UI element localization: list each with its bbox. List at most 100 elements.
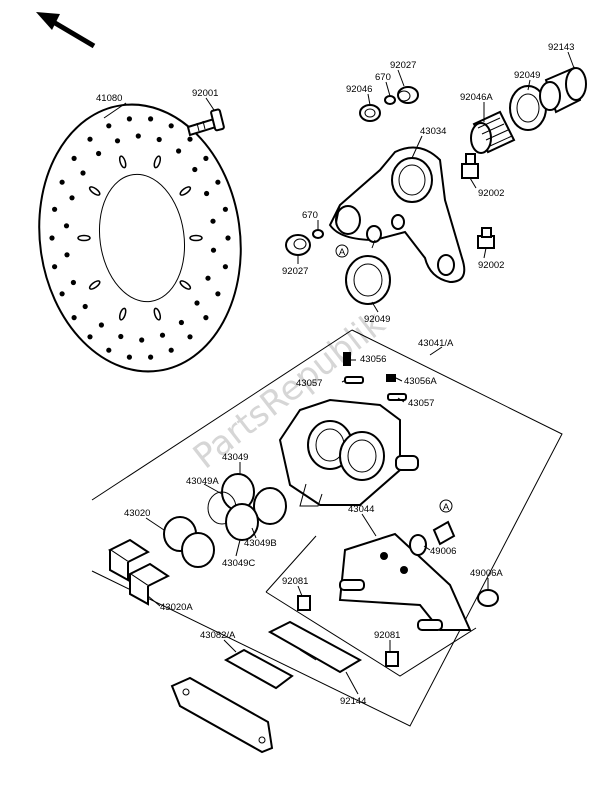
- disc-vent-hole: [96, 150, 102, 157]
- label-41080: 41080: [96, 93, 122, 104]
- label-43057-right: 43057: [408, 398, 434, 409]
- disc-vent-hole: [192, 166, 198, 173]
- disc-vent-hole: [70, 279, 76, 286]
- disc-vent-hole: [71, 315, 77, 321]
- seal-92049-bottom: [345, 255, 391, 305]
- disc-vent-hole: [126, 354, 132, 360]
- disc-vent-hole: [176, 148, 182, 154]
- disc-vent-hole: [215, 291, 221, 297]
- reference-a-top: A: [335, 244, 349, 258]
- disc-vent-hole: [114, 138, 121, 144]
- disc-vent-hole: [178, 319, 184, 326]
- disc-vent-hole: [82, 303, 88, 310]
- label-92002-top: 92002: [478, 188, 504, 199]
- label-43049: 43049: [222, 452, 248, 463]
- label-92027-left: 92027: [282, 266, 308, 277]
- disc-vent-hole: [203, 315, 209, 321]
- spring-92081-left: [297, 595, 311, 611]
- disc-vent-hole: [71, 155, 77, 161]
- seals-43049-group: [207, 473, 287, 541]
- disc-vent-hole: [135, 133, 141, 139]
- disc-vent-hole: [225, 235, 231, 241]
- grease-nipple-92002-top: [461, 153, 479, 179]
- label-43056a: 43056A: [404, 376, 437, 387]
- disc-slot: [118, 307, 127, 321]
- caliper-bracket-43034: [328, 146, 466, 284]
- piston-43020a: [108, 538, 170, 606]
- label-49006: 49006: [430, 546, 456, 557]
- disc-vent-hole: [59, 179, 65, 185]
- label-92049-top: 92049: [514, 70, 540, 81]
- label-43082a: 43082/A: [200, 630, 236, 641]
- disc-vent-hole: [187, 334, 193, 340]
- disc-vent-hole: [64, 252, 70, 258]
- disc-vent-hole: [156, 136, 162, 143]
- disc-slot: [88, 186, 101, 196]
- disc-vent-hole: [87, 334, 93, 340]
- disc-vent-hole: [148, 116, 154, 122]
- brake-disc: [38, 103, 242, 373]
- disc-vent-hole: [222, 206, 228, 212]
- disc-vent-hole: [106, 123, 112, 129]
- svg-text:A: A: [339, 247, 346, 258]
- label-92001: 92001: [192, 88, 218, 99]
- pad-holder-43044: [338, 532, 472, 631]
- disc-vent-hole: [80, 170, 86, 176]
- disc-vent-hole: [49, 235, 55, 241]
- disc-vent-hole: [168, 347, 174, 353]
- disc-vent-hole: [59, 291, 65, 297]
- disc-slot: [189, 234, 203, 242]
- part-labels: 41080 92001 92027 670 92046 92049 92143 …: [96, 42, 574, 707]
- disc-slot: [179, 186, 192, 196]
- disc-slot: [153, 155, 162, 169]
- caliper-assembly-frame: [91, 329, 563, 727]
- disc-vent-hole: [168, 123, 174, 129]
- disc-vent-hole: [63, 223, 70, 229]
- bolt-92001: [186, 108, 225, 137]
- disc-vent-hole: [148, 354, 154, 360]
- disc-vent-hole: [69, 195, 75, 201]
- label-43020: 43020: [124, 508, 150, 519]
- label-92046: 92046: [346, 84, 372, 95]
- screw-43057-right: [387, 393, 407, 401]
- cap-43056a: [386, 374, 396, 382]
- label-92081-left: 92081: [282, 576, 308, 587]
- boot-49006a: [477, 589, 499, 607]
- label-670-top: 670: [375, 72, 391, 83]
- label-92046a: 92046A: [460, 92, 493, 103]
- label-92027-top: 92027: [390, 60, 416, 71]
- disc-vent-hole: [52, 206, 58, 212]
- disc-slot: [179, 280, 192, 290]
- label-92049-bottom: 92049: [364, 314, 390, 325]
- label-43044: 43044: [348, 504, 374, 515]
- brake-pads-43082a: [170, 648, 294, 754]
- disc-vent-hole: [106, 347, 112, 353]
- label-43056: 43056: [360, 354, 386, 365]
- spring-92081-right: [385, 651, 399, 667]
- spacer-670-left: [312, 229, 324, 239]
- collar-92143: [539, 66, 587, 114]
- disc-vent-hole: [159, 332, 166, 338]
- label-92144: 92144: [340, 696, 366, 707]
- label-43020a: 43020A: [160, 602, 193, 613]
- disc-slot: [88, 280, 101, 290]
- disc-slot: [77, 234, 91, 242]
- sleeve-92027-left: [285, 234, 311, 256]
- screw-43057-left: [344, 376, 364, 384]
- label-92081-right: 92081: [374, 630, 400, 641]
- disc-vent-hole: [215, 179, 221, 185]
- seal-92046: [359, 104, 381, 122]
- disc-slot: [153, 307, 162, 321]
- disc-vent-hole: [126, 116, 132, 122]
- disc-vent-hole: [52, 264, 58, 270]
- disc-vent-hole: [139, 337, 145, 343]
- disc-slot: [118, 155, 127, 169]
- disc-vent-hole: [210, 247, 217, 253]
- disc-vent-hole: [87, 136, 93, 142]
- disc-vent-hole: [210, 218, 216, 224]
- reference-a-bottom: A: [439, 499, 453, 513]
- label-43049b: 43049B: [244, 538, 277, 549]
- piston-43020: [163, 516, 215, 568]
- spring-92144: [267, 620, 363, 674]
